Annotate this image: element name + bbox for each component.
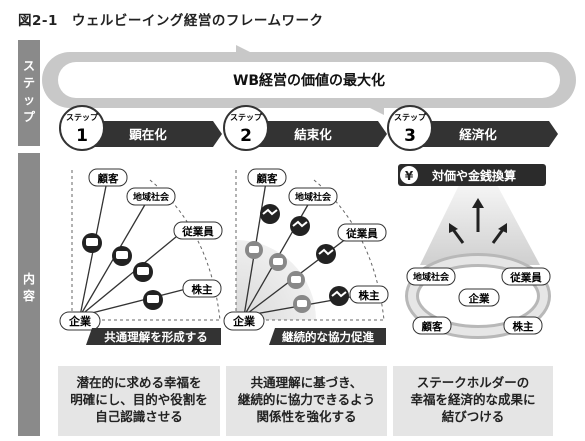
stakeholder-shareholder: 株主	[513, 320, 534, 333]
description-box-2: 共通理解に基づき、 継続的に協力できるよう 関係性を強化する	[226, 366, 387, 436]
chat-node-icon	[143, 290, 163, 310]
chat-node-icon	[112, 246, 132, 266]
description-box-1: 潜在的に求める幸福を 明確にし、目的や役割を 自己認識させる	[58, 366, 220, 436]
panel-1-banner: 共通理解を形成する	[104, 330, 208, 344]
panel-3: ¥ 対価や金銭換算 地域社会 従業員 企業 顧客 株主	[398, 164, 551, 339]
step-2-header: ステップ 2 結束化	[223, 105, 387, 151]
cycle-label: WB経営の価値の最大化	[233, 72, 385, 89]
step-2-number: 2	[240, 126, 252, 146]
stakeholder-shareholder: 株主	[359, 289, 380, 302]
cycle-arrow-left-icon	[370, 101, 384, 115]
cycle-arrow-right-icon	[236, 45, 250, 59]
stakeholder-employee: 従業員	[509, 271, 542, 284]
description-text-2: 共通理解に基づき、 継続的に協力できるよう 関係性を強化する	[237, 375, 376, 424]
chat-node-icon	[133, 262, 153, 282]
description-text-1: 潜在的に求める幸福を 明確にし、目的や役割を 自己認識させる	[70, 375, 208, 424]
stakeholder-employee: 従業員	[181, 225, 214, 238]
company-node: 企業	[68, 314, 92, 328]
step-1-header: ステップ 1 顕在化	[59, 105, 222, 151]
chat-node-icon	[287, 271, 305, 289]
stakeholder-employee: 従業員	[345, 227, 378, 240]
stakeholder-community: 地域社会	[295, 191, 332, 203]
up-arrow-icon	[472, 198, 484, 232]
step-1-number: 1	[76, 126, 88, 146]
chat-node-icon	[269, 253, 287, 271]
handshake-icon	[329, 286, 349, 306]
cycle-band: WB経営の価値の最大化	[42, 45, 576, 115]
up-right-arrow-icon	[491, 223, 507, 244]
up-left-arrow-icon	[449, 223, 465, 244]
step-2-tag: ステップ	[230, 112, 263, 122]
handshake-icon	[316, 244, 336, 264]
company-node: 企業	[468, 292, 490, 305]
panel-3-header: 対価や金銭換算	[431, 168, 516, 183]
stakeholder-customer: 顧客	[257, 172, 278, 185]
chat-node-icon	[293, 295, 311, 313]
stakeholder-customer: 顧客	[98, 172, 119, 185]
step-3-header: ステップ 3 経済化	[387, 105, 558, 151]
stakeholder-community: 地域社会	[133, 191, 170, 203]
step-3-number: 3	[404, 126, 416, 146]
panel-1: 顧客 地域社会 従業員 株主 企業 共通理解を形成する	[59, 168, 223, 345]
side-label-content-text: 内 容	[22, 272, 35, 303]
side-label-steps-text: ス テ ッ プ	[22, 59, 35, 124]
figure-title: 図2-1 ウェルビーイング経営のフレームワーク	[18, 13, 324, 29]
side-label-content: 内 容	[18, 153, 40, 436]
stakeholder-customer: 顧客	[422, 320, 443, 333]
handshake-icon	[290, 216, 310, 236]
step-3-tag: ステップ	[394, 112, 427, 122]
chat-node-icon	[245, 241, 263, 259]
step-1-title: 顕在化	[129, 127, 167, 142]
step-3-title: 経済化	[459, 127, 497, 142]
side-label-steps: ス テ ッ プ	[18, 40, 40, 146]
handshake-icon	[260, 204, 280, 224]
yen-icon: ¥	[405, 169, 414, 183]
step-2-title: 結束化	[294, 127, 332, 142]
description-text-3: ステークホルダーの 幸福を経済的な成果に 結びつける	[410, 375, 536, 424]
company-node: 企業	[232, 314, 256, 328]
chat-node-icon	[82, 233, 102, 253]
step-1-tag: ステップ	[66, 112, 99, 122]
panel-2-banner: 継続的な協力促進	[282, 330, 374, 344]
stakeholder-shareholder: 株主	[192, 283, 213, 296]
description-box-3: ステークホルダーの 幸福を経済的な成果に 結びつける	[393, 366, 553, 436]
panel-2: 顧客 地域社会 従業員 株主 企業 継続的な協力促進	[223, 168, 389, 345]
stakeholder-community: 地域社会	[413, 271, 450, 283]
